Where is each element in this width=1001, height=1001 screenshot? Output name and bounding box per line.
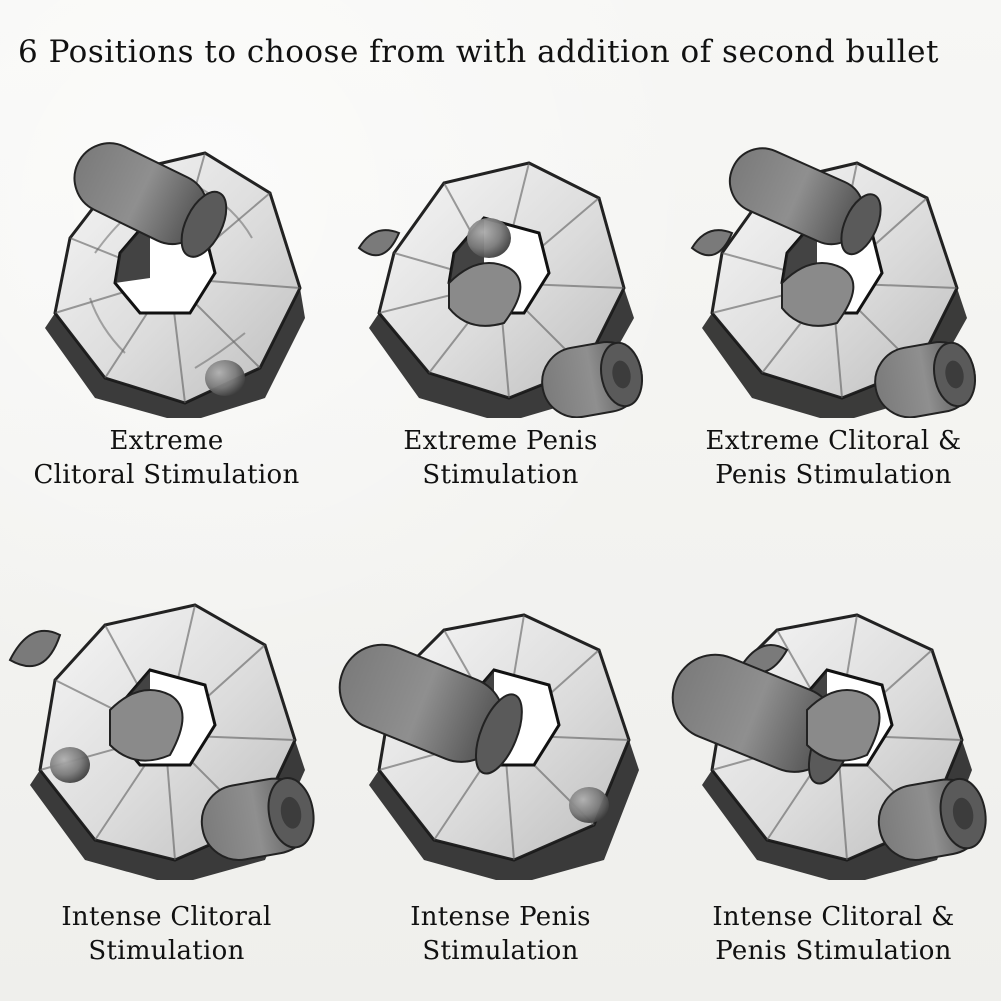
caption-line-2: Stimulation bbox=[88, 936, 245, 966]
left-stub bbox=[357, 229, 401, 257]
bullet-cylinder bbox=[200, 777, 315, 861]
bullet-cylinder bbox=[73, 142, 228, 258]
bullet-inner bbox=[806, 689, 881, 762]
caption-line-2: Penis Stimulation bbox=[715, 460, 952, 490]
position-panel-4: Intense Clitoral Stimulation bbox=[0, 540, 333, 1000]
position-illustration-3 bbox=[690, 147, 976, 418]
caption-line-1: Intense Clitoral bbox=[61, 902, 272, 932]
bullet-cylinder-top bbox=[728, 147, 882, 256]
position-panel-6: Intense Clitoral & Penis Stimulation bbox=[667, 540, 1000, 1000]
position-panel-1: Extreme Clitoral Stimulation bbox=[0, 78, 333, 538]
bullet-inner bbox=[448, 262, 522, 327]
bullet-inner bbox=[109, 689, 184, 762]
position-illustration-1 bbox=[45, 142, 305, 418]
position-caption-2: Extreme Penis Stimulation bbox=[334, 424, 667, 492]
position-caption-4: Intense Clitoral Stimulation bbox=[0, 900, 333, 968]
bullet-ball bbox=[50, 747, 90, 783]
position-illustration-2 bbox=[357, 161, 643, 418]
caption-line-2: Penis Stimulation bbox=[715, 936, 952, 966]
position-illustration-4 bbox=[8, 603, 315, 880]
page-title: 6 Positions to choose from with addition… bbox=[18, 34, 939, 70]
position-caption-6: Intense Clitoral & Penis Stimulation bbox=[667, 900, 1000, 968]
web-lines bbox=[39, 604, 296, 861]
caption-line-2: Stimulation bbox=[422, 460, 579, 490]
caption-line-2: Clitoral Stimulation bbox=[33, 460, 300, 490]
position-panel-5: Intense Penis Stimulation bbox=[334, 540, 667, 1000]
caption-line-1: Extreme Clitoral & bbox=[705, 426, 962, 456]
position-panel-3: Extreme Clitoral & Penis Stimulation bbox=[667, 78, 1000, 538]
caption-line-1: Extreme bbox=[109, 426, 224, 456]
left-stub bbox=[8, 630, 62, 668]
position-caption-5: Intense Penis Stimulation bbox=[334, 900, 667, 968]
bullet-cylinder bbox=[541, 341, 643, 418]
bullet-cylinder bbox=[338, 643, 523, 775]
hole-shadow bbox=[115, 218, 150, 283]
left-stub bbox=[690, 229, 734, 257]
position-illustration-5 bbox=[338, 613, 639, 880]
positions-grid: Extreme Clitoral Stimulation bbox=[0, 78, 1001, 1001]
bullet-inner bbox=[781, 262, 855, 327]
caption-line-2: Stimulation bbox=[422, 936, 579, 966]
bullet-cylinder-bottom bbox=[874, 341, 976, 418]
bullet-ball bbox=[205, 360, 245, 396]
bullet-ball bbox=[569, 787, 609, 823]
position-panel-2: Extreme Penis Stimulation bbox=[334, 78, 667, 538]
bullet-ball bbox=[467, 218, 511, 258]
web-shadow bbox=[369, 740, 639, 880]
caption-line-1: Extreme Penis bbox=[403, 426, 598, 456]
caption-line-1: Intense Clitoral & bbox=[712, 902, 955, 932]
bullet-cylinder-right bbox=[877, 777, 987, 861]
caption-line-1: Intense Penis bbox=[410, 902, 591, 932]
position-caption-1: Extreme Clitoral Stimulation bbox=[0, 424, 333, 492]
position-illustration-6 bbox=[671, 613, 987, 880]
position-caption-3: Extreme Clitoral & Penis Stimulation bbox=[667, 424, 1000, 492]
